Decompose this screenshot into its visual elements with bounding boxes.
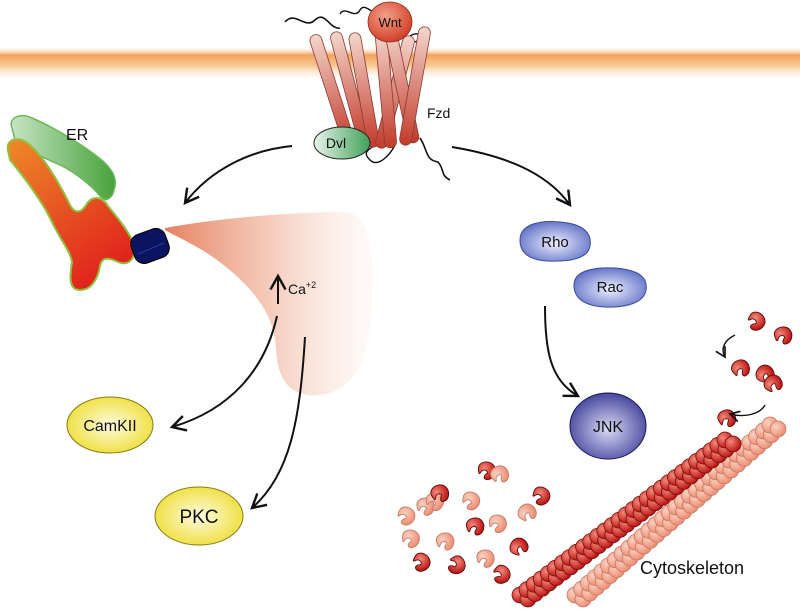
arrow-monomer-curve-top [715, 334, 736, 359]
fzd-receptor: Fzd [284, 6, 451, 181]
pkc-shape [154, 486, 244, 546]
actin-monomer [465, 517, 485, 536]
dvl-label: Dvl [326, 135, 346, 151]
er-green-lobe [10, 114, 116, 201]
actin-monomer [412, 552, 431, 572]
wnt-ligand: Wnt [367, 1, 413, 43]
arrow-fzd-to-rho [451, 146, 572, 208]
calcium-release-cloud [165, 212, 373, 396]
rac-label: Rac [597, 279, 624, 296]
pkc-node: PKC [154, 486, 244, 546]
actin-monomer [731, 359, 750, 377]
calcium-symbol: Ca [288, 281, 306, 297]
actin-monomer [490, 465, 509, 483]
fzd-helix [399, 26, 431, 146]
actin-monomer [397, 506, 416, 526]
er-orange-lobe [6, 138, 136, 292]
calcium-channel [130, 227, 170, 265]
actin-monomer [435, 532, 455, 551]
actin-monomer [747, 311, 766, 331]
cytoskeleton-label: Cytoskeleton [640, 558, 744, 578]
arrow-ca-to-pkc [250, 336, 306, 510]
pkc-label: PKC [179, 507, 218, 528]
arrow-fzd-to-er [183, 145, 293, 205]
camkii-node: CamKII [66, 396, 154, 454]
actin-monomer [489, 514, 507, 534]
jnk-node: JNK [569, 392, 647, 460]
calcium-label: Ca+2 [269, 273, 316, 304]
actin-filament-dark [511, 431, 742, 608]
actin-monomer [462, 491, 481, 511]
actin-monomer [717, 409, 737, 427]
actin-monomer [517, 503, 537, 522]
jnk-label: JNK [593, 419, 624, 436]
fzd-helix [348, 32, 380, 148]
rho-label: Rho [541, 234, 569, 251]
camkii-label: CamKII [83, 418, 136, 435]
camkii-shape [66, 396, 154, 454]
actin-filament-light [566, 416, 787, 608]
actin-monomer [532, 486, 551, 506]
actin-monomer [773, 326, 793, 345]
actin-monomer [476, 549, 495, 568]
calcium-charge: +2 [306, 280, 316, 290]
actin-monomer [448, 555, 466, 575]
fzd-label: Fzd [427, 105, 450, 121]
actin-monomer [430, 484, 450, 502]
rho-shape [519, 221, 591, 262]
jnk-shape [569, 392, 647, 460]
rho-node: Rho [519, 221, 591, 262]
endoplasmic-reticulum: ER [6, 114, 170, 292]
actin-monomer [509, 537, 529, 556]
wnt-shape [367, 1, 413, 43]
actin-monomer [493, 564, 511, 584]
actin-subunit [769, 420, 787, 438]
rac-node: Rac [573, 267, 647, 308]
calcium-channel-seam [137, 242, 165, 255]
arrow-rac-to-jnk [544, 305, 581, 398]
dvl-shape [313, 126, 371, 160]
incoming-actin-monomers [717, 311, 793, 427]
fzd-c-terminus [419, 137, 451, 181]
wnt-label: Wnt [378, 15, 402, 30]
arrow-monomer-to-filament [728, 404, 766, 423]
free-actin-monomers [397, 461, 551, 584]
dvl-node: Dvl [313, 126, 371, 160]
arrow-ca-to-camkii [169, 315, 278, 432]
actin-monomer [763, 374, 783, 393]
rac-shape [573, 267, 647, 308]
fzd-n-terminus [284, 16, 341, 29]
actin-monomer [402, 529, 420, 549]
svg-text:Ca+2: Ca+2 [288, 280, 316, 297]
er-label: ER [66, 127, 88, 144]
actin-subunit [724, 435, 742, 453]
